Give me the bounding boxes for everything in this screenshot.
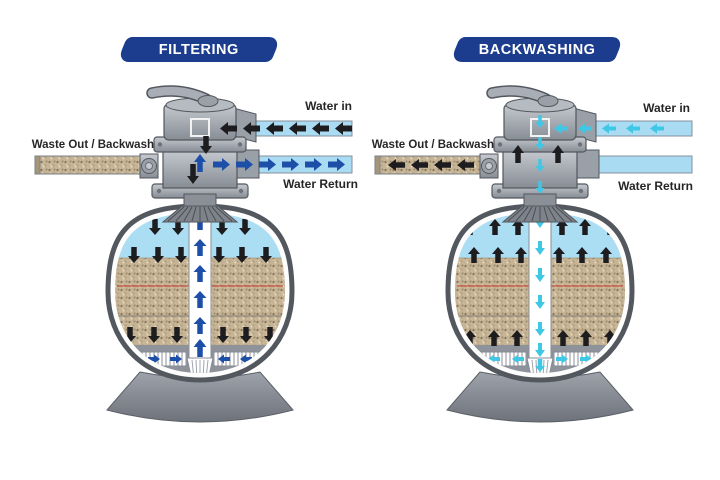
waste-out-label-backwashing: Waste Out / Backwash bbox=[371, 139, 494, 151]
multiport-valve bbox=[139, 85, 260, 223]
water-return-label-filtering: Water Return bbox=[283, 177, 358, 191]
backwashing-banner-label: BACKWASHING bbox=[478, 41, 596, 58]
waste-pipe bbox=[34, 155, 156, 175]
waste-out-label-filtering: Waste Out / Backwash bbox=[31, 139, 154, 151]
diagram-filtering bbox=[34, 85, 353, 423]
water-in-label-filtering: Water in bbox=[305, 99, 352, 113]
center-standpipe bbox=[528, 213, 552, 359]
water-return-pipe bbox=[591, 155, 693, 174]
return-port bbox=[576, 149, 600, 179]
water-return-label-backwashing: Water Return bbox=[618, 179, 693, 193]
backwashing-banner: BACKWASHING bbox=[449, 37, 625, 62]
valve-sight-glass bbox=[190, 118, 210, 137]
water-in-label-backwashing: Water in bbox=[643, 101, 690, 115]
center-standpipe bbox=[188, 213, 212, 359]
diagram-backwashing bbox=[374, 85, 693, 423]
filtering-banner: FILTERING bbox=[116, 37, 282, 62]
multiport-valve bbox=[479, 85, 600, 223]
filtering-banner-label: FILTERING bbox=[159, 41, 239, 58]
